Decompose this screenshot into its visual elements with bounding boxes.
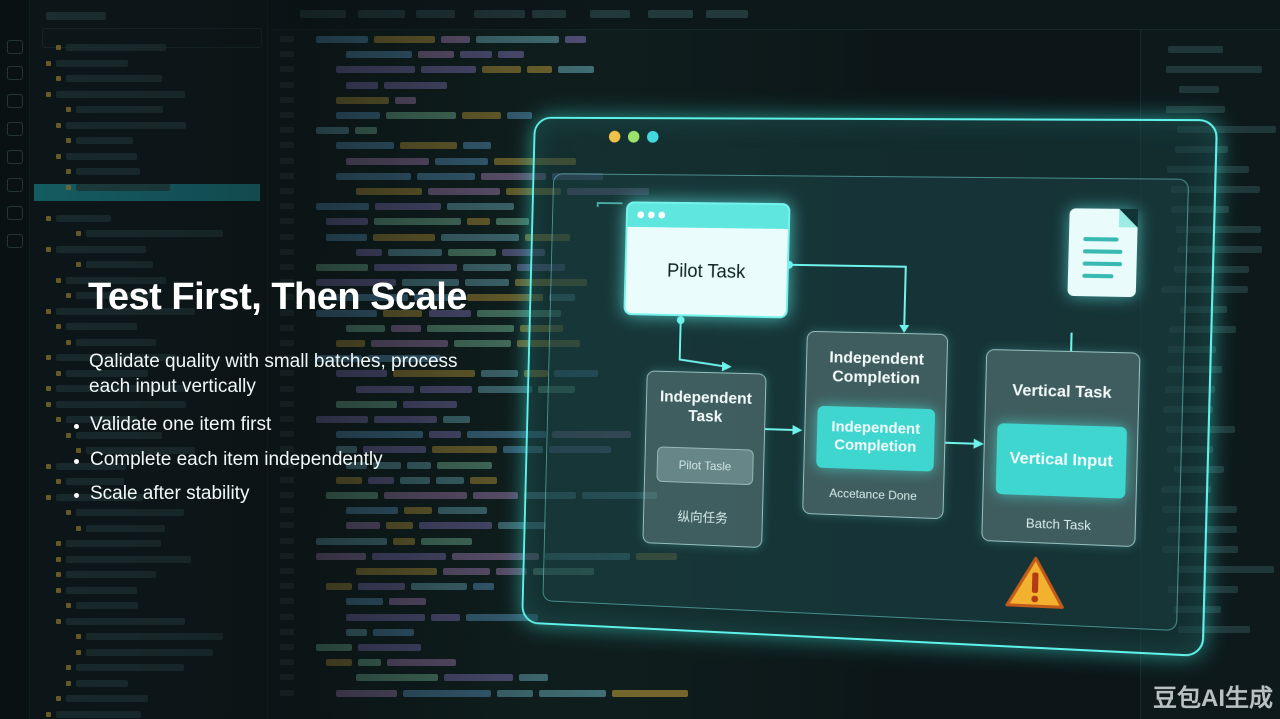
outline-row[interactable] — [1176, 226, 1262, 233]
window-dot-icon — [637, 211, 645, 219]
outline-row[interactable] — [1178, 626, 1251, 633]
bullet-dot-icon — [74, 424, 79, 429]
warning-icon — [1004, 554, 1067, 611]
outline-row[interactable] — [1178, 86, 1220, 93]
document-icon — [1067, 208, 1139, 298]
connector-task-to-completion — [765, 429, 794, 430]
arrow-head-icon — [792, 424, 803, 436]
window-dot-icon — [658, 211, 666, 219]
vertical-task-card[interactable]: Vertical Task Vertical Input Batch Task — [981, 348, 1141, 548]
outline-row[interactable] — [1166, 66, 1262, 73]
card-footer: Batch Task — [1025, 515, 1092, 534]
connector-left-bracket — [598, 203, 623, 207]
pilot-task-card[interactable]: Pilot Task — [623, 201, 791, 319]
independent-completion-card[interactable]: Independent Completion Independent Compl… — [802, 330, 949, 520]
outline-row[interactable] — [1166, 106, 1226, 113]
outline-row[interactable] — [1167, 46, 1223, 53]
bullet-item: Scale after stability — [72, 483, 383, 518]
flow-connectors — [521, 117, 1218, 450]
outline-row[interactable] — [1176, 246, 1262, 253]
bullet-item: Validate one item first — [72, 414, 383, 449]
card-footer: 纵向任务 — [677, 509, 728, 526]
card-footer: Accetance Done — [829, 485, 918, 504]
outline-row[interactable] — [1176, 126, 1276, 133]
card-title: Vertical Task — [1012, 382, 1112, 403]
window-dot-icon — [647, 211, 655, 219]
connector-node — [676, 316, 685, 325]
bullet-dot-icon — [74, 493, 79, 498]
editor-tab[interactable] — [648, 10, 693, 18]
outline-row[interactable] — [1176, 566, 1275, 573]
pilot-task-label: Pilot Task — [666, 260, 746, 283]
connector-node — [784, 260, 793, 269]
arrow-head-icon — [721, 361, 732, 372]
bullet-item: Complete each item independently — [72, 449, 383, 484]
card-title: Independent Task — [659, 388, 753, 426]
connector-completion-to-vertical — [945, 443, 975, 444]
left-shade-overlay — [0, 0, 620, 719]
arrow-head-icon — [899, 324, 910, 334]
glass-workflow-window: Pilot Task Independent Task Pilot Tasle … — [521, 116, 1219, 658]
independent-task-card[interactable]: Independent Task Pilot Tasle 纵向任务 — [642, 370, 767, 549]
connector-pilot-to-task — [680, 320, 727, 366]
bullet-list: Validate one item first Complete each it… — [72, 414, 383, 518]
pilot-card-titlebar — [627, 203, 789, 230]
bullet-dot-icon — [74, 458, 79, 464]
slide-headline: Test First, Then Scale — [88, 276, 467, 318]
vertical-input-pill: Vertical Input — [995, 423, 1128, 499]
editor-tab[interactable] — [706, 10, 748, 18]
slide-subtitle: Qalidate quality with small batches, pro… — [89, 351, 458, 397]
pilot-task-pill: Pilot Tasle — [656, 446, 754, 486]
independent-completion-pill: Independent Completion — [816, 405, 936, 472]
card-title: Independent Completion — [829, 349, 925, 388]
connector-pilot-to-completion — [787, 265, 905, 325]
code-token — [611, 689, 688, 697]
arrow-head-icon — [973, 438, 984, 450]
watermark-label: 豆包AI生成 — [1153, 685, 1273, 712]
